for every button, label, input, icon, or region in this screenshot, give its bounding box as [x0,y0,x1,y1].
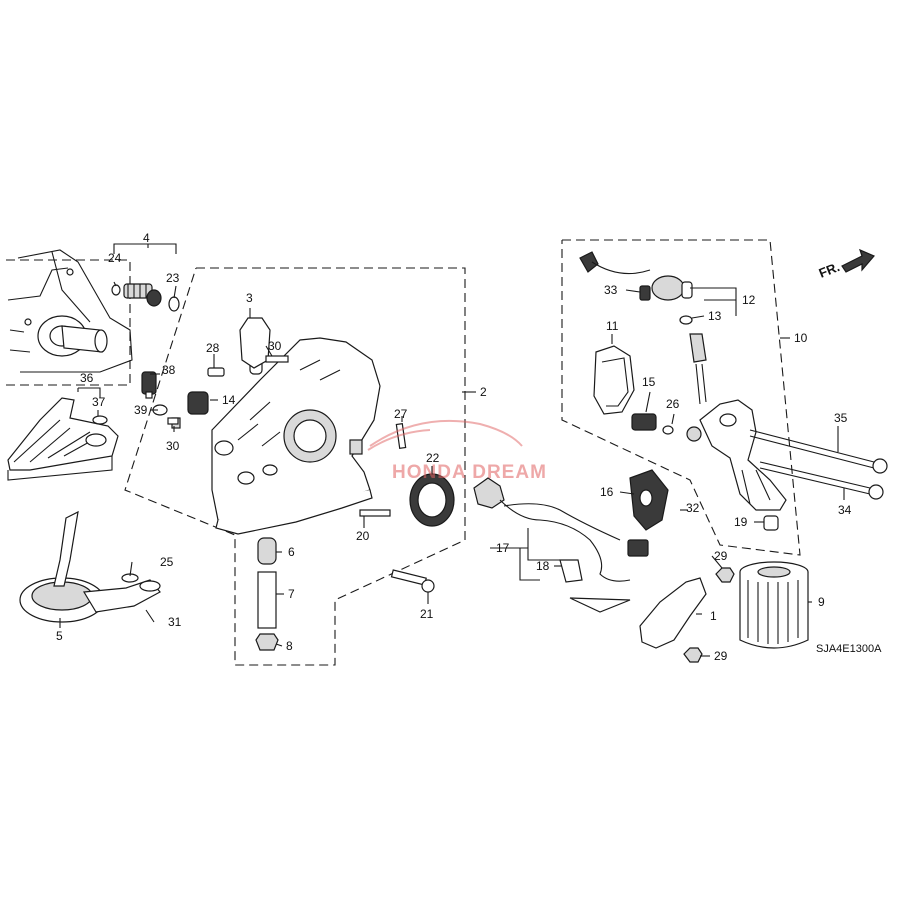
callout-12: 12 [742,293,756,307]
callout-27: 27 [394,407,408,421]
callout-37: 37 [92,395,106,409]
callout-22: 22 [426,451,440,465]
callout-30-upper: 30 [268,339,282,353]
callout-16: 16 [600,485,614,499]
drawing-code: SJA4E1300A [816,643,882,655]
callout-20: 20 [356,529,370,543]
callout-19: 19 [734,515,748,529]
callout-28: 28 [206,341,220,355]
gasket-3 [239,317,271,369]
spool-valve-parts [689,333,779,531]
callout-35: 35 [834,411,848,425]
gasket-11 [593,345,635,415]
front-direction-arrow [841,248,875,273]
engine-block-drawing [7,249,133,373]
callout-15: 15 [642,375,656,389]
callout-18: 18 [536,559,550,573]
callout-23: 23 [166,271,180,285]
bracket-36 [7,397,119,481]
watermark-logo: HONDA DREAM [367,419,547,483]
oil-strainer-5 [19,510,161,623]
callout-25: 25 [160,555,174,569]
callout-7: 7 [288,587,295,601]
sensor-16 [629,469,669,531]
front-direction-label: FR. [817,259,842,281]
callout-6: 6 [288,545,295,559]
callout-10: 10 [794,331,808,345]
callout-36: 36 [80,371,94,385]
callout-9: 9 [818,595,825,609]
relief-valve-parts [255,537,279,651]
oil-filter-9 [739,561,809,649]
nuts-29 [683,567,735,663]
solenoid-15 [631,413,674,435]
callout-17: 17 [496,541,510,555]
callout-32: 32 [686,501,700,515]
oil-seal-22 [409,473,455,527]
callout-29-upper: 29 [714,549,728,563]
callout-30-lower: 30 [166,439,180,453]
callout-31: 31 [168,615,182,629]
callout-3: 3 [246,291,253,305]
callout-5: 5 [56,629,63,643]
watermark-text: HONDA DREAM [392,462,547,483]
callout-8: 8 [286,639,293,653]
callout-21: 21 [420,607,434,621]
callout-4: 4 [143,231,150,245]
callout-38: 38 [162,363,176,377]
bolts-34-35 [749,429,888,500]
callout-29-lower: 29 [714,649,728,663]
callout-11: 11 [606,319,619,333]
oil-pump-body-2 [211,329,381,535]
leader-lines [59,243,845,657]
callout-13: 13 [708,309,722,323]
callout-26: 26 [666,397,680,411]
callout-labels: 1 2 3 4 5 6 7 8 9 10 11 12 13 14 15 16 1… [56,231,852,663]
bracket-1 [569,577,707,649]
small-parts-left [141,367,225,429]
harness-12 [579,251,693,325]
relief-valve-assembly-4 [111,283,180,312]
oil-filter-base-10 [686,399,787,511]
group-outlines [6,239,801,666]
callout-34: 34 [838,503,852,517]
callout-14: 14 [222,393,236,407]
sensor-harness-17 [473,477,649,583]
callout-33: 33 [604,283,618,297]
callout-1: 1 [710,609,717,623]
callout-24: 24 [108,251,122,265]
callout-2: 2 [480,385,487,399]
callout-39: 39 [134,403,148,417]
